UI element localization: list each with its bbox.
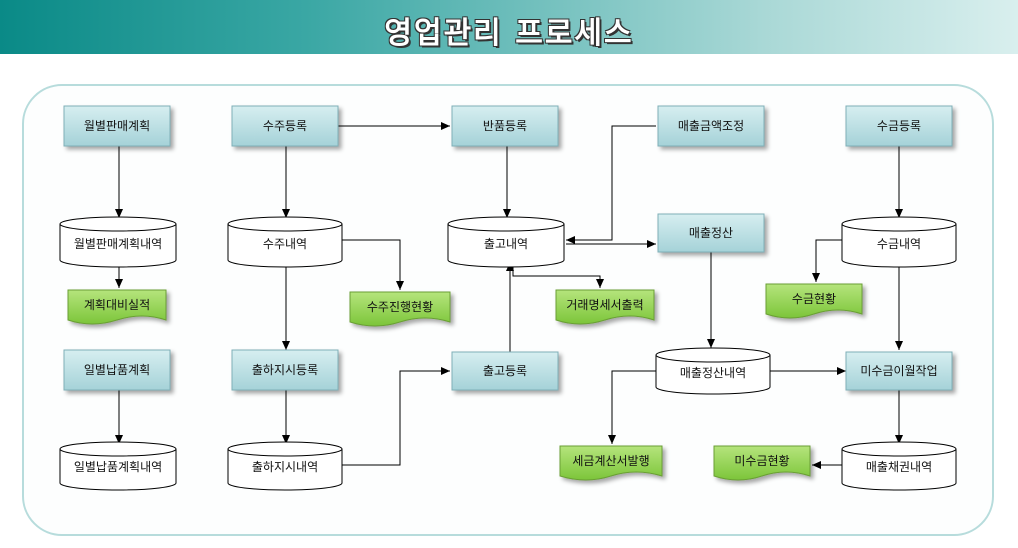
connector — [608, 370, 656, 444]
datastore-label: 수금내역 — [877, 237, 921, 251]
process-box: 월별판매계획 — [63, 105, 171, 147]
process-label: 반품등록 — [483, 119, 527, 133]
process-label: 매출정산 — [689, 226, 733, 240]
process-box: 미수금이월작업 — [845, 351, 953, 391]
document: 세금계산서발행 — [559, 445, 663, 481]
process-label: 매출금액조정 — [678, 119, 744, 133]
process-box: 매출정산 — [657, 213, 765, 253]
process-label: 수주등록 — [263, 119, 307, 133]
process-box: 출하지시등록 — [231, 349, 339, 391]
connector — [566, 125, 656, 244]
document-label: 세금계산서발행 — [572, 453, 649, 468]
datastore-label: 수주내역 — [263, 237, 307, 251]
process-box: 일별납품계획 — [63, 349, 171, 391]
process-box: 수금등록 — [845, 105, 953, 147]
document-label: 수주진행현황 — [367, 299, 433, 314]
datastore-label: 매출채권내역 — [866, 460, 932, 474]
connectors — [115, 122, 903, 469]
document-label: 거래명세서출력 — [566, 298, 643, 312]
document: 수금현황 — [765, 283, 863, 319]
datastore: 매출채권내역 — [841, 441, 957, 491]
datastore: 출고내역 — [447, 216, 565, 268]
document: 계획대비실적 — [67, 289, 167, 325]
process-label: 출하지시등록 — [252, 363, 318, 377]
datastore-label: 매출정산내역 — [680, 366, 746, 380]
process-label: 출고등록 — [483, 364, 527, 378]
process-box: 수주등록 — [231, 105, 339, 147]
process-box: 출고등록 — [451, 351, 559, 391]
connector — [512, 262, 604, 288]
connector — [340, 367, 450, 466]
process-label: 일별납품계획 — [84, 363, 150, 377]
page-title: 영업관리 프로세스 — [384, 16, 634, 51]
datastore-label: 월별판매계획내역 — [74, 237, 162, 251]
process-label: 월별판매계획 — [84, 119, 150, 133]
process-label: 수금등록 — [877, 119, 921, 133]
process-label: 미수금이월작업 — [860, 364, 937, 378]
datastore: 매출정산내역 — [655, 347, 771, 395]
connector — [812, 239, 842, 282]
process-box: 매출금액조정 — [657, 105, 765, 147]
datastore: 수금내역 — [841, 216, 957, 268]
process-box: 반품등록 — [451, 105, 559, 147]
document: 수주진행현황 — [349, 291, 451, 327]
datastore: 월별판매계획내역 — [59, 216, 177, 268]
datastore-label: 출고내역 — [484, 237, 528, 251]
document-label: 수금현황 — [792, 292, 836, 306]
datastore: 출하지시내역 — [227, 441, 343, 491]
document-label: 계획대비실적 — [84, 298, 150, 312]
datastore-label: 출하지시내역 — [252, 460, 318, 474]
title-bar: 영업관리 프로세스 — [0, 0, 1018, 54]
connector — [340, 239, 404, 290]
datastore: 일별납품계획내역 — [59, 441, 177, 491]
document-label: 미수금현황 — [734, 454, 789, 468]
document: 미수금현황 — [713, 445, 811, 481]
document: 거래명세서출력 — [555, 289, 655, 325]
datastore: 수주내역 — [227, 216, 343, 268]
datastore-label: 일별납품계획내역 — [74, 460, 162, 474]
